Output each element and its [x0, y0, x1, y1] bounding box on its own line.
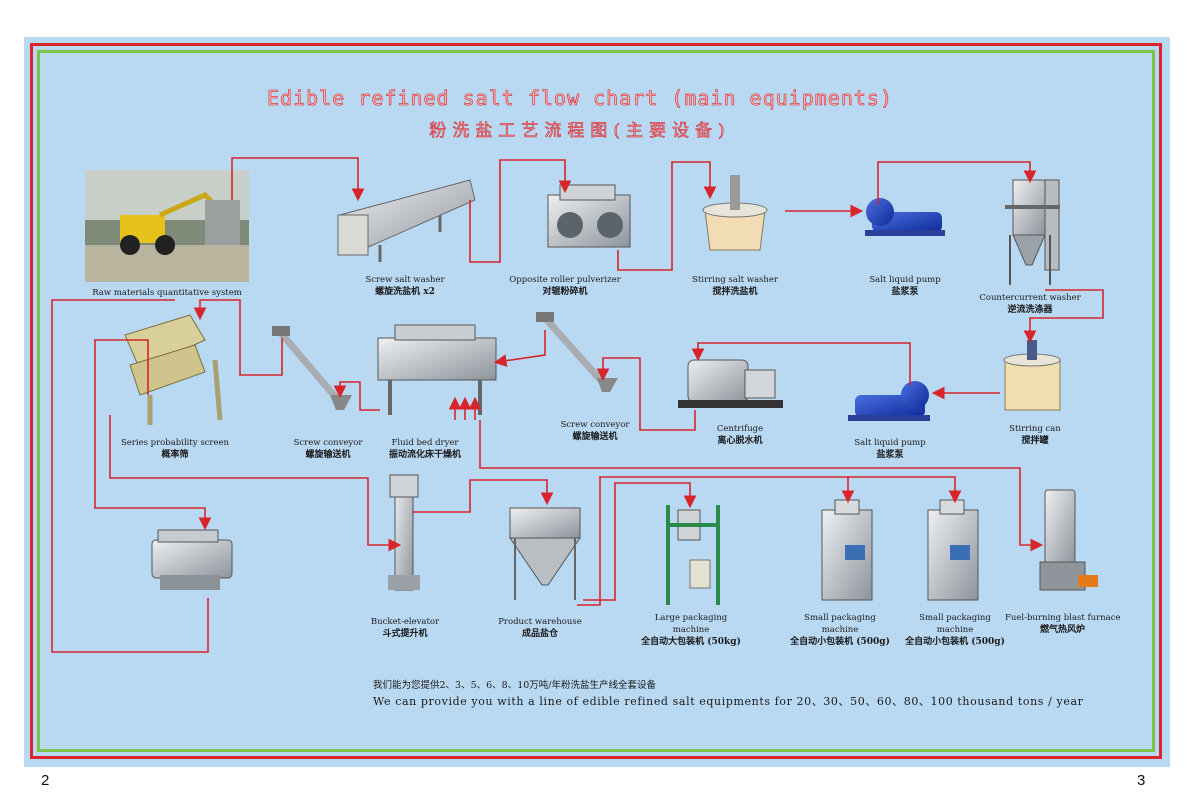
- product-warehouse-image: [509, 507, 581, 600]
- centrifuge-image: [678, 359, 783, 408]
- small-packaging-2-image: [927, 499, 979, 601]
- salt-pump-2-image: [848, 381, 930, 421]
- roller-pulverizer-image: [547, 184, 631, 248]
- stirring-can-image: [1003, 340, 1061, 411]
- page-number-right: 3: [1137, 772, 1146, 789]
- screw-conveyor-2-image: [536, 312, 618, 392]
- title-chinese: 粉洗盐工艺流程图(主要设备): [429, 121, 731, 142]
- outer-red-frame: [30, 43, 1162, 759]
- secondary-screen-image: [151, 529, 233, 590]
- screw-salt-washer-image: [337, 179, 476, 262]
- blast-furnace-image: [1039, 489, 1098, 591]
- note-chinese: 我们能为您提供2、3、5、6、8、10万吨/年粉洗盐生产线全套设备: [373, 680, 657, 691]
- small-packaging-1-image: [821, 499, 873, 601]
- flow-lines: [51, 157, 1104, 653]
- title-english: Edible refined salt flow chart (main equ…: [267, 86, 893, 111]
- countercurrent-washer-image: [1005, 179, 1060, 285]
- inner-green-frame: [37, 50, 1155, 752]
- diagram-board: [24, 37, 1170, 767]
- salt-pump-1-image: [865, 198, 945, 236]
- note-english: We can provide you with a line of edible…: [373, 695, 1084, 708]
- stirring-salt-washer-image: [702, 175, 768, 251]
- probability-screen-image: [124, 314, 223, 425]
- label-raw-materials: Raw materials quantitative system: [92, 288, 242, 298]
- screw-conveyor-1-image: [272, 326, 352, 410]
- raw-materials-photo: [85, 170, 249, 282]
- large-packaging-image: [666, 505, 720, 605]
- fluid-bed-dryer-image: [377, 324, 497, 415]
- bucket-elevator-image: [388, 474, 420, 591]
- page-number-left: 2: [41, 772, 50, 789]
